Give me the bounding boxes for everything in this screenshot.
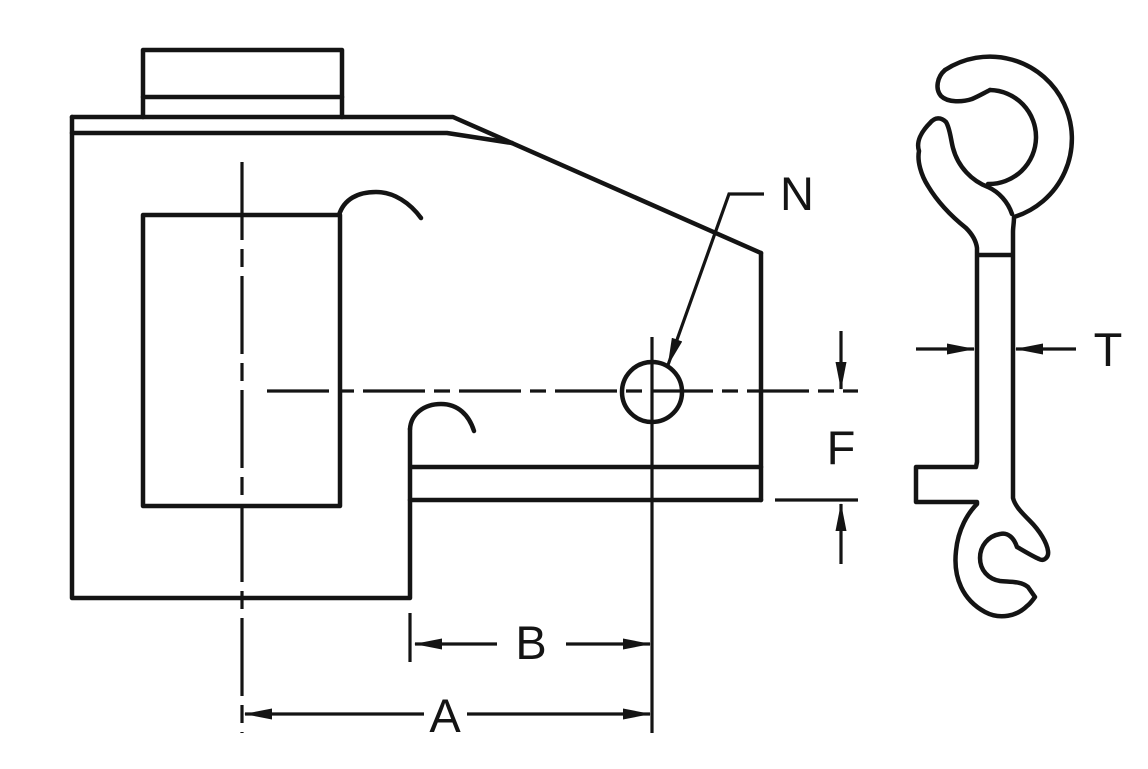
a-label: A — [429, 689, 461, 742]
dimensions: N F T B A — [244, 167, 1122, 742]
front-view — [69, 47, 764, 601]
n-label: N — [780, 167, 814, 220]
dimension-t: T — [916, 323, 1122, 376]
f-label: F — [827, 421, 856, 474]
profile-view — [913, 54, 1075, 619]
body-top-inner-line — [69, 130, 515, 146]
centerlines — [240, 162, 858, 733]
slot-rectangle — [140, 212, 343, 509]
profile-outline — [913, 54, 1075, 619]
top-tab — [140, 47, 345, 120]
loop-inner-arc — [985, 87, 1039, 187]
dimension-n: N — [666, 167, 814, 366]
b-label: B — [515, 616, 546, 669]
t-label: T — [1094, 323, 1123, 376]
loop-end-cap — [935, 67, 993, 104]
body-top-outer-line — [69, 114, 764, 256]
n-leader-line — [666, 192, 764, 366]
slot-corner-arc — [336, 189, 424, 221]
dimension-f: F — [775, 331, 858, 564]
step-arc — [407, 401, 477, 434]
dimension-b: B — [408, 613, 651, 669]
dimension-a: A — [244, 689, 651, 742]
